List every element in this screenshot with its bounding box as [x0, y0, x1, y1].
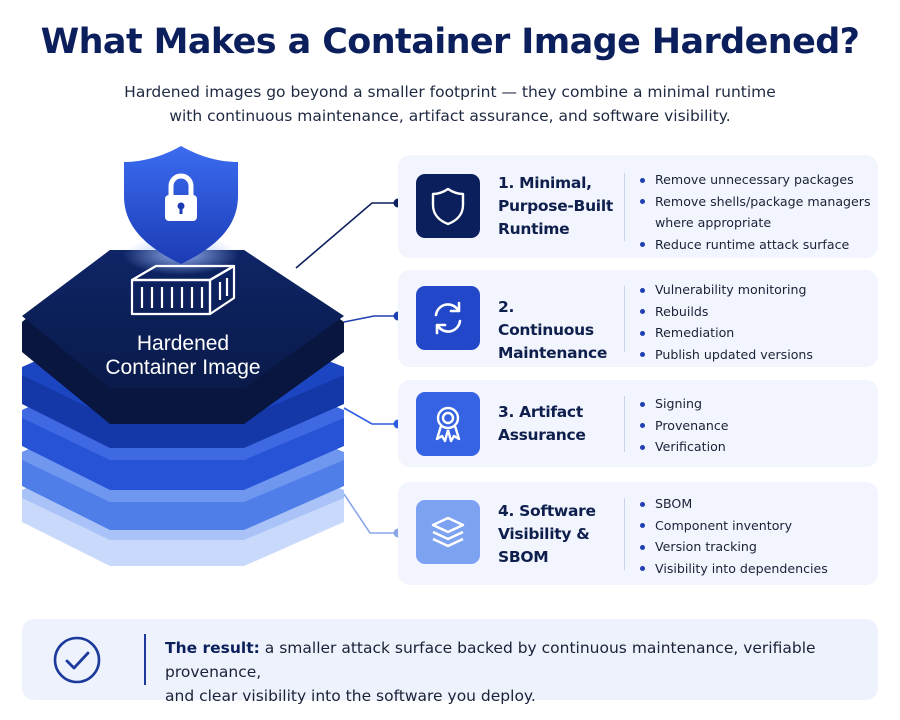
- card-2-title-line: 2. Continuous: [498, 298, 594, 339]
- card-1-title-line: Purpose-Built: [498, 197, 613, 215]
- result-line-1: The result: a smaller attack surface bac…: [165, 636, 877, 684]
- connector-line-4: [343, 493, 398, 534]
- card-title-3: 3. Artifact Assurance: [498, 401, 613, 447]
- result-line-2: and clear visibility into the software y…: [165, 687, 536, 705]
- result-banner: The result: a smaller attack surface bac…: [22, 619, 878, 705]
- list-item: Remove unnecessary packages: [638, 169, 871, 191]
- container-box-icon: [130, 264, 236, 316]
- list-item: SBOM: [638, 493, 828, 515]
- card-title-1: 1. Minimal, Purpose-Built Runtime: [498, 172, 613, 241]
- card-3-list: Signing Provenance Verification: [638, 393, 729, 458]
- card-divider: [624, 396, 625, 452]
- list-item: Visibility into dependencies: [638, 558, 828, 580]
- card-2-list: Vulnerability monitoring Rebuilds Remedi…: [638, 279, 813, 365]
- card-title-4: 4. Software Visibility & SBOM: [498, 500, 613, 569]
- layers-icon: [416, 500, 480, 564]
- card-4-title-line: SBOM: [498, 548, 549, 566]
- check-circle-icon: [53, 636, 101, 684]
- card-minimal-runtime: 1. Minimal, Purpose-Built Runtime Remove…: [398, 155, 878, 258]
- result-divider: [144, 634, 146, 685]
- list-item: Reduce runtime attack surface: [638, 234, 871, 256]
- award-ribbon-icon: [416, 392, 480, 456]
- refresh-icon: [416, 286, 480, 350]
- result-text: The result: a smaller attack surface bac…: [165, 636, 877, 708]
- list-item: Verification: [638, 436, 729, 458]
- page-subtitle: Hardened images go beyond a smaller foot…: [0, 80, 900, 128]
- card-1-title-line: 1. Minimal,: [498, 174, 592, 192]
- list-item: Publish updated versions: [638, 344, 813, 366]
- card-1-list: Remove unnecessary packages Remove shell…: [638, 169, 871, 255]
- card-3-title-line: Assurance: [498, 426, 586, 444]
- list-item: Remediation: [638, 322, 813, 344]
- card-software-visibility: 4. Software Visibility & SBOM SBOM Compo…: [398, 482, 878, 585]
- card-divider: [624, 498, 625, 570]
- card-4-list: SBOM Component inventory Version trackin…: [638, 493, 828, 579]
- card-4-title-line: Visibility &: [498, 525, 590, 543]
- card-2-title-line: Maintenance: [498, 344, 608, 362]
- result-body: a smaller attack surface backed by conti…: [165, 639, 816, 681]
- shield-icon: [416, 174, 480, 238]
- subtitle-line-1: Hardened images go beyond a smaller foot…: [124, 83, 776, 101]
- subtitle-line-2: with continuous maintenance, artifact as…: [169, 107, 731, 125]
- list-item: Vulnerability monitoring: [638, 279, 813, 301]
- card-continuous-maintenance: 2. Continuous Maintenance Vulnerability …: [398, 270, 878, 367]
- result-label: The result:: [165, 639, 260, 657]
- page-title: What Makes a Container Image Hardened?: [40, 22, 860, 62]
- list-item: Signing: [638, 393, 729, 415]
- card-divider: [624, 173, 625, 241]
- card-1-title-line: Runtime: [498, 220, 570, 238]
- list-item: where appropriate: [655, 215, 772, 230]
- card-divider: [624, 286, 625, 352]
- list-item: Remove shells/package managers: [638, 191, 871, 213]
- list-item: Version tracking: [638, 536, 828, 558]
- connector-line-2: [343, 315, 398, 323]
- stack-layer-top: [22, 250, 344, 424]
- card-title-2: 2. Continuous Maintenance: [498, 296, 613, 365]
- connector-line-1: [295, 202, 398, 269]
- card-4-title-line: 4. Software: [498, 502, 596, 520]
- stack-label-line-1: Hardened: [137, 332, 229, 355]
- list-item: Rebuilds: [638, 301, 813, 323]
- list-item: Provenance: [638, 415, 729, 437]
- card-3-title-line: 3. Artifact: [498, 403, 583, 421]
- connector-line-3: [343, 407, 398, 425]
- list-item: Component inventory: [638, 515, 828, 537]
- card-artifact-assurance: 3. Artifact Assurance Signing Provenance…: [398, 380, 878, 467]
- stack-label-line-2: Container Image: [105, 356, 260, 379]
